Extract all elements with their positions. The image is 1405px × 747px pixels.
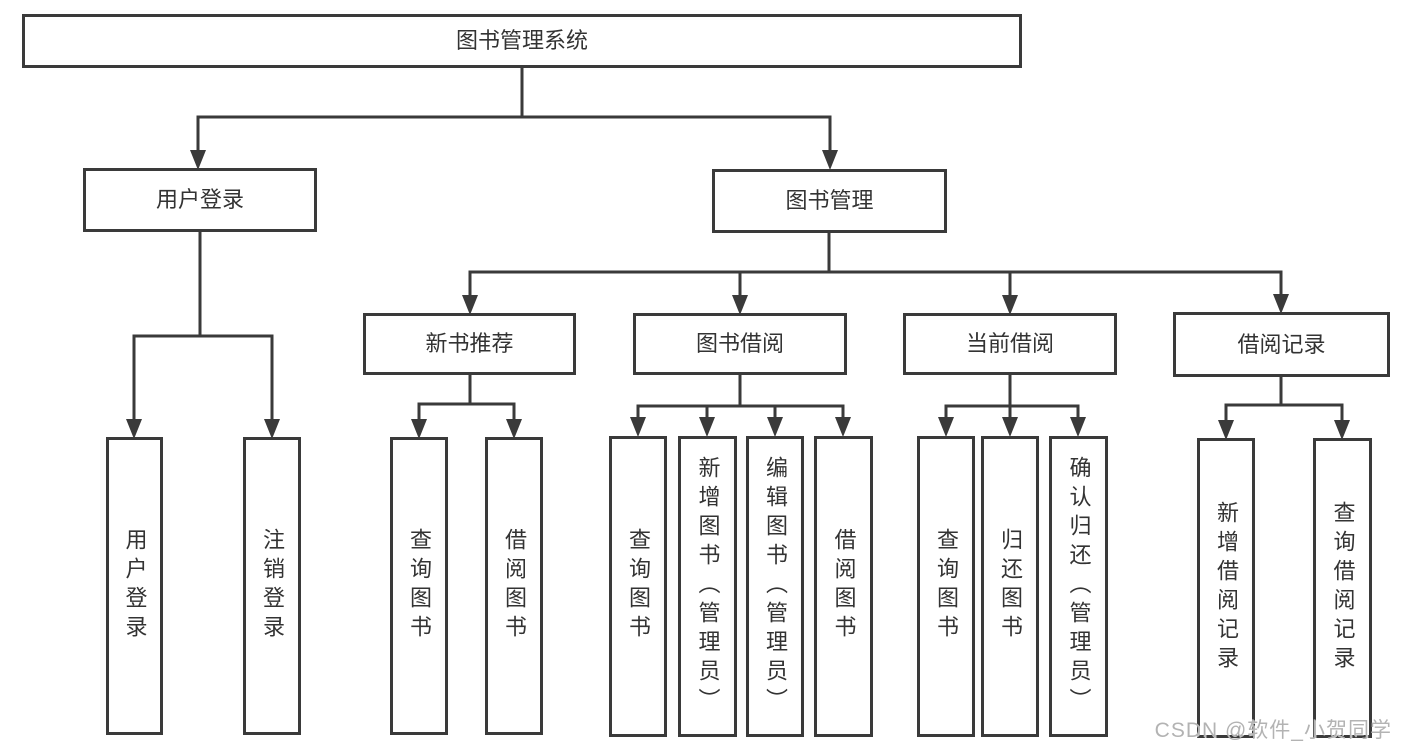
node-book-borrowing: 图书借阅 [633,313,847,375]
leaf-user-login: 用户登录 [106,437,163,735]
node-borrow-records: 借阅记录 [1173,312,1390,377]
leaf-borrow-books-borrowing: 借阅图书 [814,436,873,737]
leaf-borrow-books-recommend: 借阅图书 [485,437,543,735]
leaf-return-books: 归还图书 [981,436,1039,737]
node-new-book-recommend: 新书推荐 [363,313,576,375]
leaf-confirm-return-admin: 确认归还（管理员） [1049,436,1108,737]
leaf-query-books-recommend: 查询图书 [390,437,448,735]
leaf-query-borrow-record: 查询借阅记录 [1313,438,1372,738]
leaf-add-books-admin: 新增图书（管理员） [678,436,737,737]
node-current-borrowing: 当前借阅 [903,313,1117,375]
leaf-add-borrow-record: 新增借阅记录 [1197,438,1255,738]
leaf-edit-books-admin: 编辑图书（管理员） [746,436,804,737]
node-user-login: 用户登录 [83,168,317,232]
node-root: 图书管理系统 [22,14,1022,68]
node-book-management: 图书管理 [712,169,947,233]
leaf-query-books-borrowing: 查询图书 [609,436,667,737]
leaf-logout: 注销登录 [243,437,301,735]
watermark: CSDN @软件_小贺同学 [1154,719,1392,742]
leaf-query-books-current: 查询图书 [917,436,975,737]
